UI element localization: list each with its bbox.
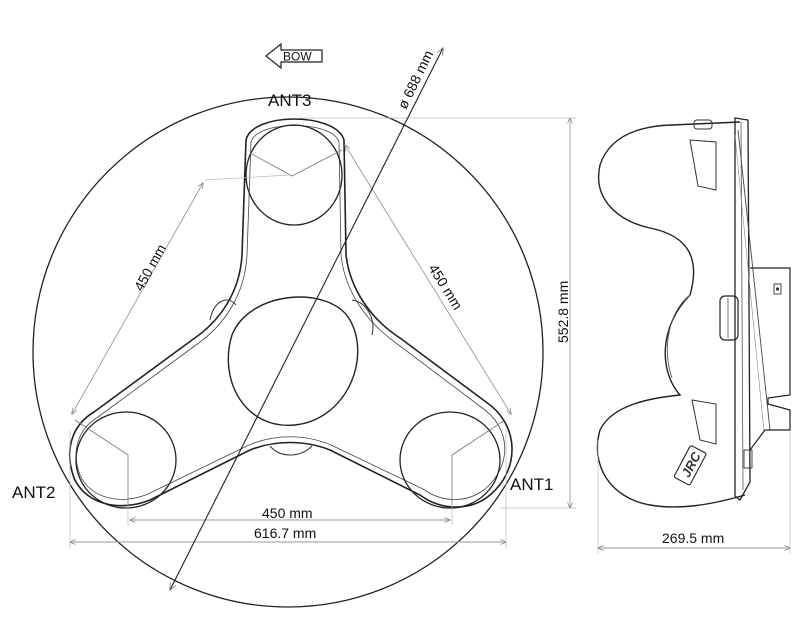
bow-label: BOW: [283, 50, 312, 64]
bracket-bolt: [773, 283, 782, 295]
ant2-label: ANT2: [12, 483, 55, 502]
hub-bump-right: [351, 299, 374, 336]
dim-right-450-line: [345, 145, 511, 414]
hub-bump-bottom: [269, 445, 313, 456]
side-diagonal-2: [734, 134, 765, 433]
dim-left-ext1: [204, 174, 291, 181]
side-plate-inner: [740, 121, 744, 491]
side-bracket: [749, 267, 791, 451]
jrc-logo: JRC: [673, 445, 707, 486]
dim-width-616-text: 616.7 mm: [254, 525, 316, 541]
ant3-label: ANT3: [268, 91, 311, 110]
ant1-mark: [451, 419, 506, 505]
side-mid-curve: [666, 294, 691, 379]
side-diagonal: [737, 129, 771, 431]
dim-bottom-450-text: 450 mm: [262, 505, 313, 521]
ant2-mark: [74, 419, 129, 505]
side-connector: [743, 449, 753, 469]
bracket-hole: [775, 287, 780, 291]
ant1-element: [399, 411, 501, 509]
dim-right-450-text: 450 mm: [425, 261, 465, 312]
side-top-tab: [693, 119, 713, 130]
dim-left-450-text: 450 mm: [131, 241, 170, 293]
side-slot-lower: [691, 399, 717, 445]
dim-side-width-text: 269.5 mm: [662, 530, 724, 546]
ant3-mark: [249, 149, 343, 177]
center-hub: [227, 296, 359, 426]
side-lower-lobe: [596, 294, 746, 508]
side-clip: [719, 295, 739, 341]
dim-height-552-text: 552.8 mm: [555, 281, 571, 343]
side-upper-lobe: [597, 121, 741, 296]
bow-arrow-icon: [265, 42, 323, 70]
dim-diameter-line: [170, 48, 443, 590]
ant2-element: [75, 411, 177, 509]
trefoil-body-outer: [68, 118, 513, 508]
side-slot-upper: [689, 139, 717, 191]
trefoil-body-inner: [75, 125, 506, 500]
side-plate: [734, 117, 751, 501]
ant1-label: ANT1: [510, 475, 553, 494]
